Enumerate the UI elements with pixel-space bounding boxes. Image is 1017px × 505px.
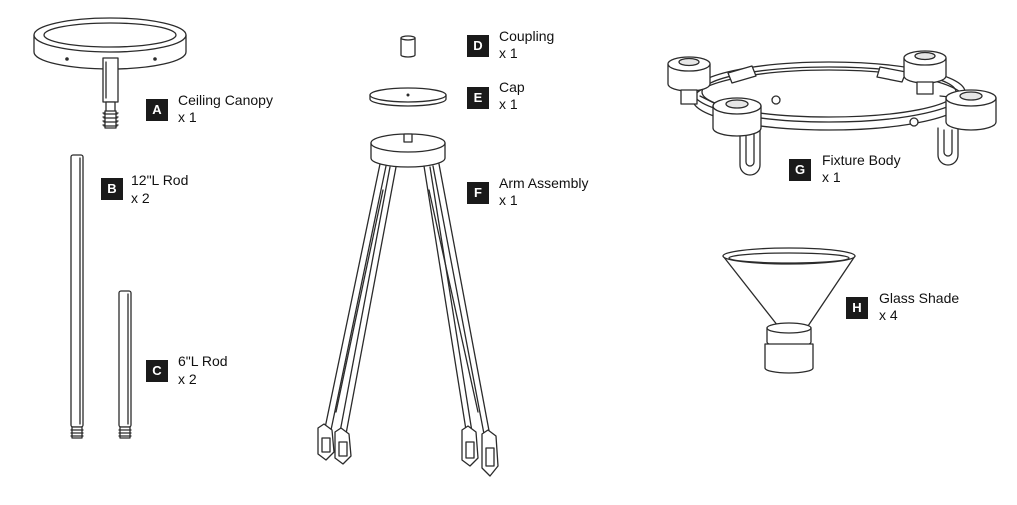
part-a-qty: x 1 (178, 109, 197, 125)
part-g-name: Fixture Body (822, 152, 901, 168)
ceiling-canopy-icon (33, 17, 187, 129)
part-h-badge: H (846, 297, 868, 319)
part-h-qty: x 4 (879, 307, 898, 323)
coupling-icon (400, 35, 416, 58)
rod-12-icon (70, 154, 84, 439)
part-a-badge: A (146, 99, 168, 121)
part-f-name: Arm Assembly (499, 175, 589, 191)
cap-icon (369, 87, 447, 107)
rod-6-icon (118, 290, 132, 439)
part-h-name: Glass Shade (879, 290, 960, 306)
part-b-qty: x 2 (131, 190, 150, 206)
part-b-name: 12"L Rod (131, 172, 189, 188)
part-f-badge: F (467, 182, 489, 204)
part-d-qty: x 1 (499, 45, 518, 61)
part-f-qty: x 1 (499, 192, 518, 208)
glass-shade-icon (722, 247, 856, 374)
part-e-name: Cap (499, 79, 525, 95)
part-c-name: 6"L Rod (178, 353, 228, 369)
fixture-body-icon (667, 50, 997, 176)
arm-assembly-icon (317, 133, 499, 477)
part-e-badge: E (467, 87, 489, 109)
part-d-badge: D (467, 35, 489, 57)
part-g-badge: G (789, 159, 811, 181)
part-c-qty: x 2 (178, 371, 197, 387)
part-b-badge: B (101, 178, 123, 200)
part-d-name: Coupling (499, 28, 555, 44)
part-e-qty: x 1 (499, 96, 518, 112)
part-c-badge: C (146, 360, 168, 382)
part-a-name: Ceiling Canopy (178, 92, 273, 108)
part-g-qty: x 1 (822, 169, 841, 185)
